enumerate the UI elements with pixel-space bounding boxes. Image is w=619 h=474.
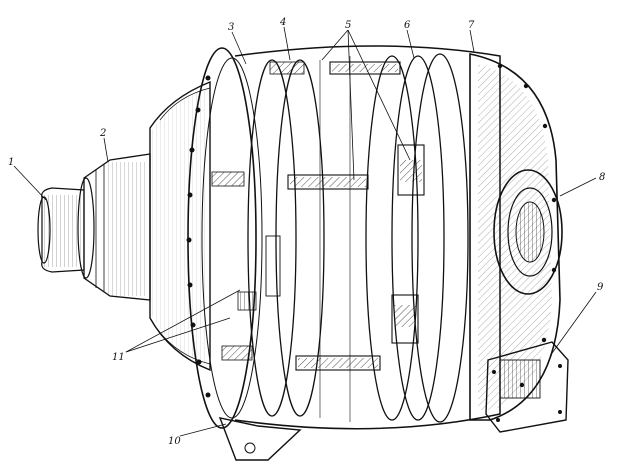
callout-labels: 1 2 3 4 5 6 7 8 9 10 11 [8, 17, 605, 447]
callout-10: 10 [168, 436, 181, 447]
end-cover [469, 53, 561, 421]
output-hub [493, 169, 563, 295]
flange-springs [211, 61, 305, 361]
spring-packs [287, 61, 425, 371]
callout-9: 9 [597, 282, 604, 293]
callout-3: 3 [228, 22, 234, 33]
splined-shaft [37, 187, 85, 273]
drum-shell [234, 45, 501, 430]
callout-1: 1 [8, 157, 14, 168]
leader-lines [13, 26, 597, 437]
pump-housing [485, 341, 569, 433]
callout-5: 5 [345, 20, 351, 31]
bell-housing [149, 80, 211, 372]
callout-2: 2 [99, 128, 106, 139]
callout-8: 8 [599, 172, 605, 183]
callout-11: 11 [112, 352, 125, 363]
flange-ring [186, 47, 263, 429]
mounting-bracket [218, 417, 302, 461]
callout-6: 6 [404, 20, 411, 31]
callout-7: 7 [468, 20, 475, 31]
hub [77, 153, 151, 301]
callout-4: 4 [279, 17, 286, 28]
